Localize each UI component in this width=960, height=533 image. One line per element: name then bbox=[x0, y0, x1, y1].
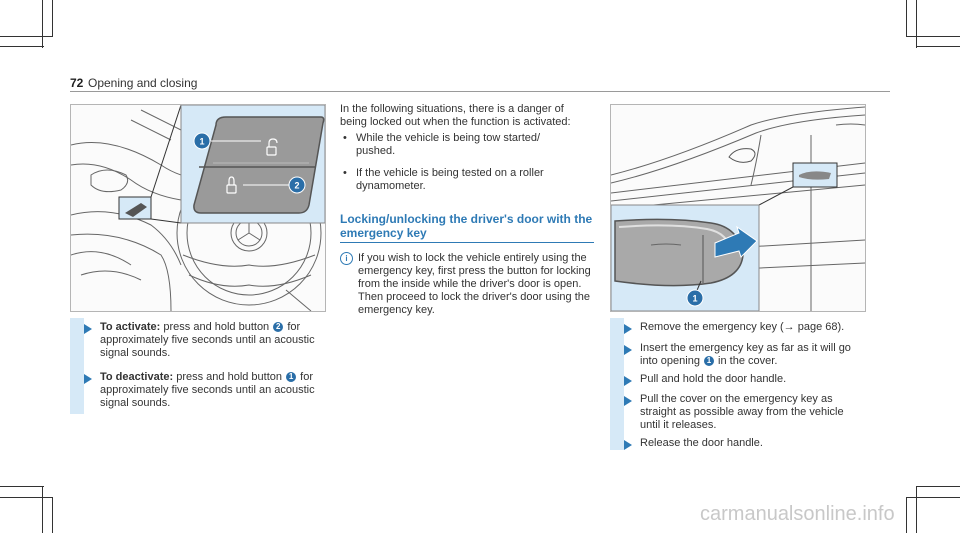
callout-2-icon: 2 bbox=[288, 176, 306, 194]
page-reference-link[interactable]: page 68). bbox=[794, 321, 845, 333]
steering-wheel-illustration: 1 2 bbox=[71, 105, 325, 311]
figure-steering-wheel-buttons: 1 2 bbox=[70, 104, 326, 312]
step-deactivate: To deactivate: press and hold button 1 f… bbox=[100, 371, 315, 409]
step-arrow-icon bbox=[624, 396, 632, 406]
step-arrow-icon bbox=[624, 440, 632, 450]
step-arrow-icon bbox=[624, 376, 632, 386]
step-lead: To deactivate: bbox=[100, 371, 174, 383]
callout-1-icon: 1 bbox=[686, 289, 704, 307]
page-title: Opening and closing bbox=[88, 76, 198, 90]
callout-badge: 1 bbox=[704, 356, 714, 367]
callout-badge: 2 bbox=[273, 322, 284, 333]
step-pull-handle: Pull and hold the door handle. bbox=[640, 373, 787, 385]
step-arrow-icon bbox=[624, 324, 632, 334]
step-insert-key: Insert the emergency key as far as it wi… bbox=[640, 342, 851, 367]
bullet-item: If the vehicle is being tested on a roll… bbox=[356, 167, 544, 192]
cross-reference-arrow: → bbox=[783, 321, 795, 333]
info-note-icon: i bbox=[340, 252, 353, 265]
step-activate: To activate: press and hold button 2 for… bbox=[100, 321, 315, 359]
step-arrow-icon bbox=[84, 374, 92, 384]
step-bar bbox=[70, 318, 84, 414]
callout-badge: 1 bbox=[286, 372, 297, 383]
section-rule bbox=[340, 242, 594, 243]
step-arrow-icon bbox=[84, 324, 92, 334]
header-rule bbox=[70, 91, 890, 92]
note-paragraph: If you wish to lock the vehicle entirely… bbox=[358, 252, 591, 316]
callout-1-icon: 1 bbox=[193, 132, 211, 150]
callout-1-label: 1 bbox=[199, 137, 204, 147]
page-number: 72 bbox=[70, 76, 84, 90]
step-release-handle: Release the door handle. bbox=[640, 437, 763, 449]
step-remove-key: Remove the emergency key (→ page 68). bbox=[640, 321, 845, 333]
section-title: Locking/unlocking the driver's door with… bbox=[340, 212, 593, 240]
step-arrow-icon bbox=[624, 345, 632, 355]
door-handle-illustration: 1 bbox=[611, 106, 865, 311]
figure-door-handle: 1 bbox=[610, 104, 866, 312]
intro-paragraph: In the following situations, there is a … bbox=[340, 103, 571, 128]
bullet-dot: • bbox=[343, 132, 347, 144]
step-pull-cover: Pull the cover on the emergency key as s… bbox=[640, 393, 844, 431]
bullet-item: While the vehicle is being tow started/ … bbox=[356, 132, 541, 157]
watermark: carmanualsonline.info bbox=[700, 503, 895, 525]
callout-1-label: 1 bbox=[692, 294, 697, 304]
bullet-dot: • bbox=[343, 167, 347, 179]
callout-2-label: 2 bbox=[294, 181, 299, 191]
step-lead: To activate: bbox=[100, 321, 161, 333]
step-bar bbox=[610, 318, 624, 450]
